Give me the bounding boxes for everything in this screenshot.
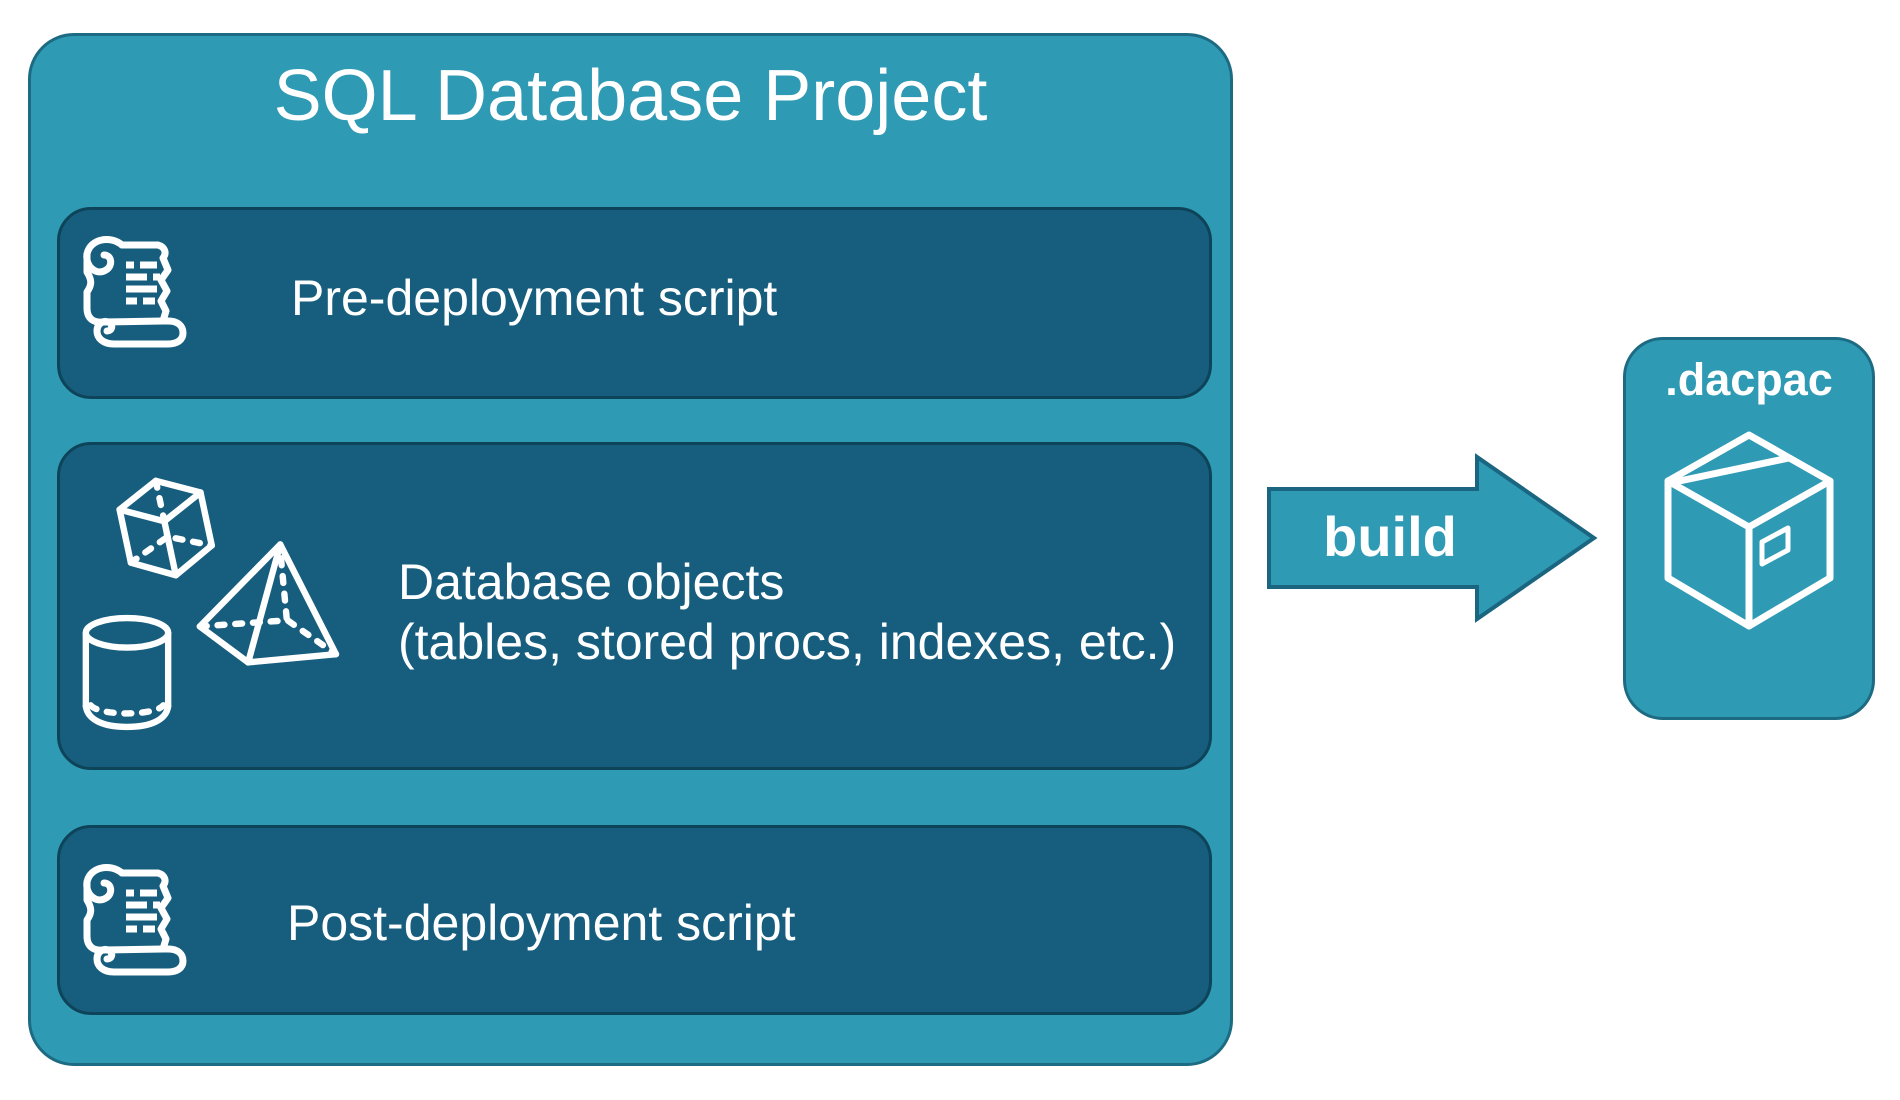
- database-objects-label-line2: (tables, stored procs, indexes, etc.): [398, 614, 1177, 670]
- database-objects-label-line1: Database objects: [398, 554, 785, 610]
- pre-deployment-box: [57, 207, 1212, 399]
- scroll-icon: [83, 236, 187, 348]
- cylinder-icon: [82, 614, 172, 731]
- post-deployment-label: Post-deployment script: [287, 895, 796, 951]
- project-title: SQL Database Project: [273, 56, 988, 136]
- build-arrow: [1267, 453, 1598, 623]
- build-arrow-label: build: [1323, 505, 1457, 568]
- database-objects-label: Database objects (tables, stored procs, …: [398, 552, 1176, 672]
- post-deployment-box: [57, 825, 1212, 1015]
- package-icon: [1664, 431, 1834, 630]
- pyramid-icon: [196, 541, 340, 666]
- pre-deployment-label: Pre-deployment script: [291, 270, 778, 326]
- cube-icon: [116, 477, 215, 579]
- dacpac-label: .dacpac: [1665, 354, 1833, 405]
- database-objects-box: [57, 442, 1212, 770]
- scroll-icon: [83, 864, 187, 976]
